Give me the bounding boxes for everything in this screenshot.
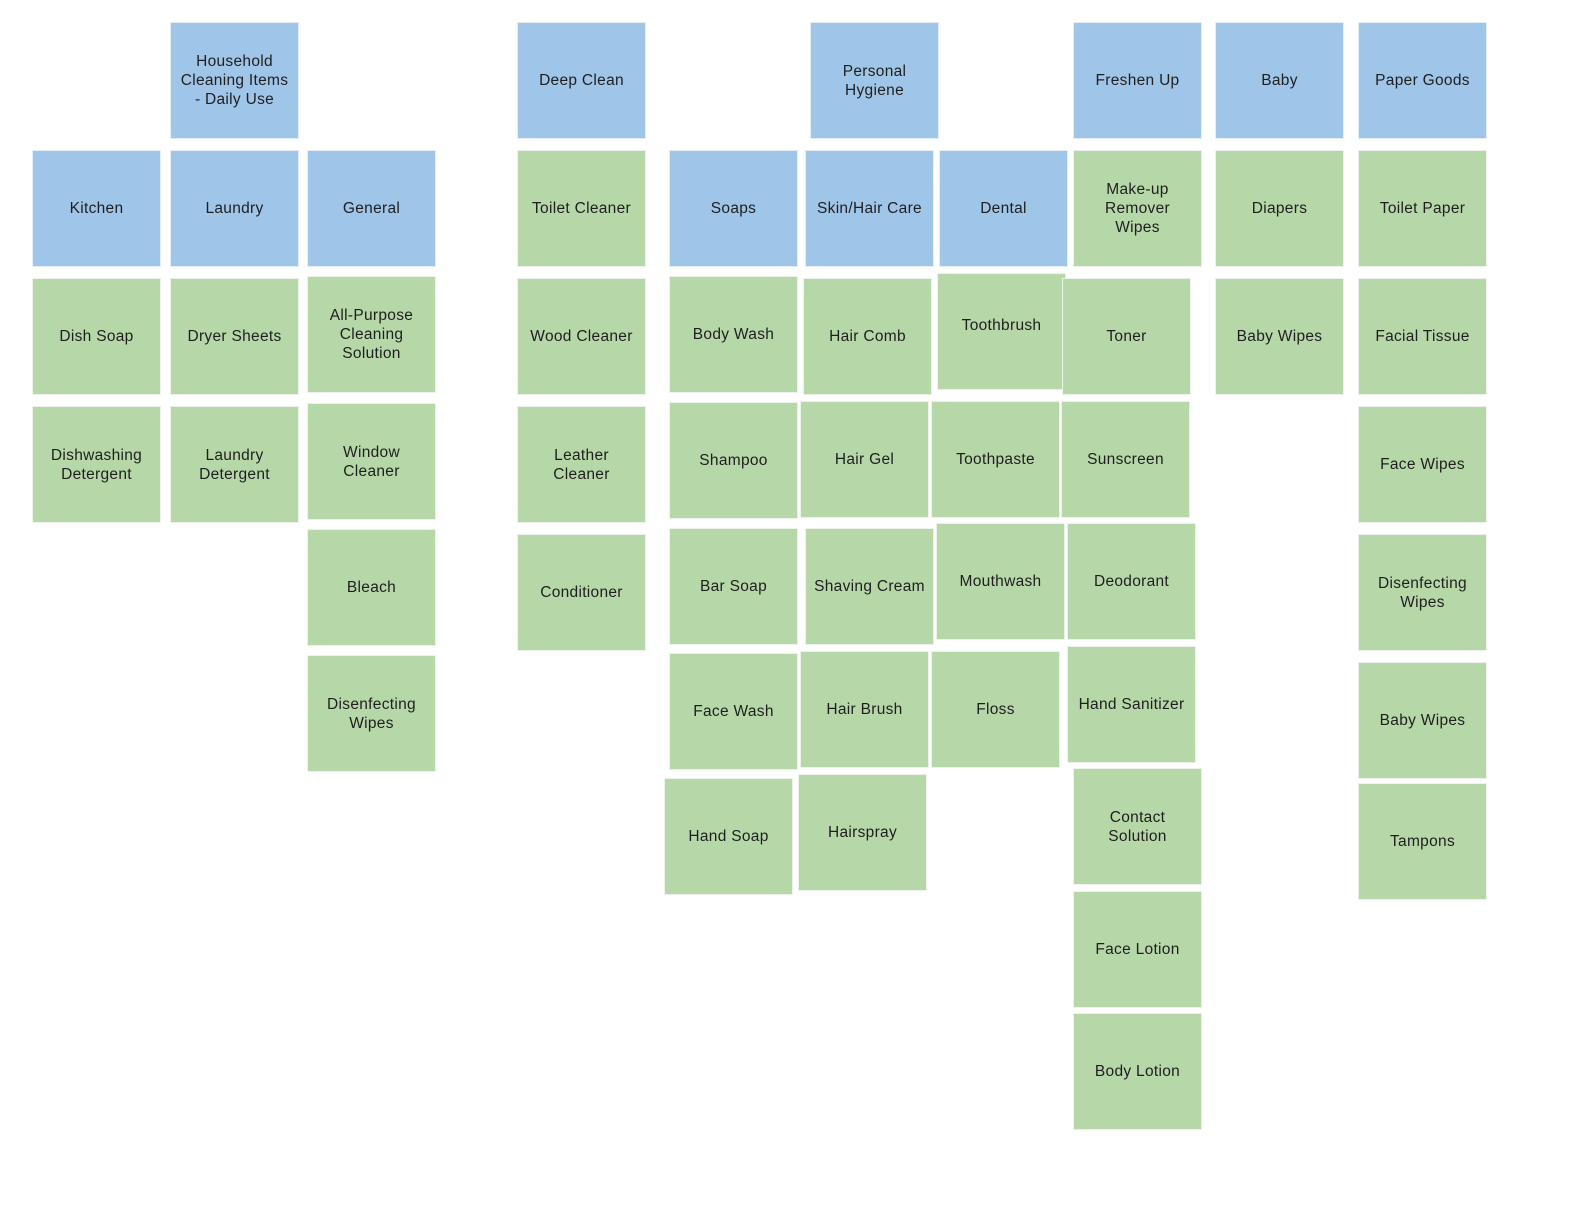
category-card-household[interactable]: Household Cleaning Items - Daily Use [170, 22, 299, 139]
item-card[interactable]: Toothbrush [937, 273, 1066, 390]
item-card[interactable]: Body Lotion [1073, 1013, 1202, 1130]
item-card[interactable]: Tampons [1358, 783, 1487, 900]
item-card[interactable]: Laundry Detergent [170, 406, 299, 523]
category-card-dental[interactable]: Dental [939, 150, 1068, 267]
item-card[interactable]: Leather Cleaner [517, 406, 646, 523]
item-card[interactable]: Hand Soap [664, 778, 793, 895]
item-card[interactable]: Diapers [1215, 150, 1344, 267]
category-card-deep-clean[interactable]: Deep Clean [517, 22, 646, 139]
item-card[interactable]: Hair Comb [803, 278, 932, 395]
item-card[interactable]: Mouthwash [936, 523, 1065, 640]
item-card[interactable]: Deodorant [1067, 523, 1196, 640]
category-card-kitchen[interactable]: Kitchen [32, 150, 161, 267]
item-card[interactable]: Window Cleaner [307, 403, 436, 520]
category-card-freshen-up[interactable]: Freshen Up [1073, 22, 1202, 139]
item-card[interactable]: Face Wash [669, 653, 798, 770]
item-card[interactable]: Toilet Paper [1358, 150, 1487, 267]
item-card[interactable]: All-Purpose Cleaning Solution [307, 276, 436, 393]
item-card[interactable]: Make-up Remover Wipes [1073, 150, 1202, 267]
item-card[interactable]: Conditioner [517, 534, 646, 651]
item-card[interactable]: Sunscreen [1061, 401, 1190, 518]
item-card[interactable]: Dryer Sheets [170, 278, 299, 395]
item-card[interactable]: Hair Gel [800, 401, 929, 518]
item-card[interactable]: Bleach [307, 529, 436, 646]
item-card[interactable]: Facial Tissue [1358, 278, 1487, 395]
item-card[interactable]: Dishwashing Detergent [32, 406, 161, 523]
item-card[interactable]: Bar Soap [669, 528, 798, 645]
category-card-skin-hair[interactable]: Skin/Hair Care [805, 150, 934, 267]
item-card[interactable]: Body Wash [669, 276, 798, 393]
item-card[interactable]: Hand Sanitizer [1067, 646, 1196, 763]
category-card-personal-hygiene[interactable]: Personal Hygiene [810, 22, 939, 139]
category-card-general[interactable]: General [307, 150, 436, 267]
item-card[interactable]: Face Lotion [1073, 891, 1202, 1008]
item-card[interactable]: Toilet Cleaner [517, 150, 646, 267]
category-card-soaps[interactable]: Soaps [669, 150, 798, 267]
item-card[interactable]: Hair Brush [800, 651, 929, 768]
item-card[interactable]: Shaving Cream [805, 528, 934, 645]
category-card-paper-goods[interactable]: Paper Goods [1358, 22, 1487, 139]
item-card[interactable]: Toothpaste [931, 401, 1060, 518]
item-card[interactable]: Floss [931, 651, 1060, 768]
item-card[interactable]: Baby Wipes [1358, 662, 1487, 779]
item-card[interactable]: Face Wipes [1358, 406, 1487, 523]
item-card[interactable]: Dish Soap [32, 278, 161, 395]
item-card[interactable]: Shampoo [669, 402, 798, 519]
item-card[interactable]: Wood Cleaner [517, 278, 646, 395]
item-card[interactable]: Baby Wipes [1215, 278, 1344, 395]
category-card-laundry[interactable]: Laundry [170, 150, 299, 267]
item-card[interactable]: Toner [1062, 278, 1191, 395]
category-card-baby[interactable]: Baby [1215, 22, 1344, 139]
item-card[interactable]: Disenfecting Wipes [1358, 534, 1487, 651]
item-card[interactable]: Hairspray [798, 774, 927, 891]
item-card[interactable]: Contact Solution [1073, 768, 1202, 885]
item-card[interactable]: Disenfecting Wipes [307, 655, 436, 772]
